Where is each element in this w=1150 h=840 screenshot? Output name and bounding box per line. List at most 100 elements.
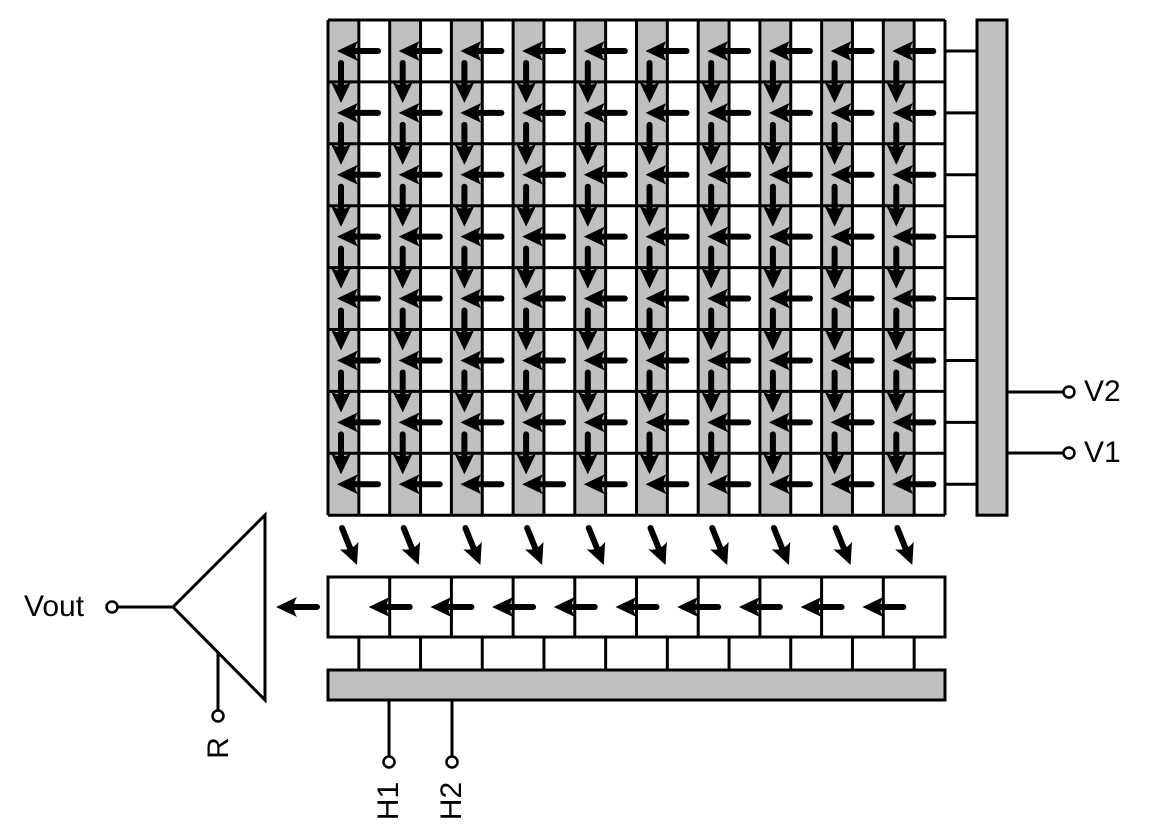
arrow-head: [701, 205, 722, 227]
arrow-head: [639, 81, 660, 103]
down-arrow: [577, 183, 598, 227]
arrow-shaft: [770, 525, 786, 553]
arrow-head: [707, 412, 729, 433]
down-arrow: [824, 245, 845, 289]
down-arrow: [762, 183, 783, 227]
left-arrow: [337, 350, 381, 371]
down-arrow: [639, 431, 660, 475]
arrow-head: [701, 329, 722, 351]
down-arrow: [577, 369, 598, 413]
vertical-clock-bus: [975, 18, 1009, 517]
arrow-head: [648, 541, 667, 565]
arrow-head: [398, 288, 420, 309]
arrow-head: [830, 102, 852, 123]
arrow-head: [392, 267, 413, 289]
arrow-head: [398, 226, 420, 247]
arrow-head: [645, 474, 667, 495]
arrow-shaft: [585, 525, 601, 553]
down-arrow: [516, 121, 537, 165]
down-arrow: [331, 369, 351, 413]
left-arrow: [892, 288, 937, 309]
left-arrow: [522, 474, 567, 495]
arrow-head: [800, 597, 822, 617]
left-arrow: [522, 226, 567, 247]
down-arrow: [639, 121, 660, 165]
arrow-head: [583, 40, 605, 61]
left-arrow: [398, 164, 443, 185]
arrow-head: [454, 267, 475, 289]
down-arrow: [392, 245, 413, 289]
arrow-head: [522, 102, 544, 123]
arrow-head: [460, 350, 482, 371]
arrow-head: [583, 350, 605, 371]
arrow-head: [762, 205, 783, 227]
arrow-head: [762, 329, 783, 351]
arrow-head: [454, 453, 475, 475]
arrow-head: [892, 40, 914, 61]
arrow-head: [645, 164, 667, 185]
arrow-head: [886, 453, 907, 475]
arrow-head: [615, 597, 637, 617]
left-arrow: [892, 412, 937, 433]
arrow-head: [331, 81, 351, 103]
arrow-head: [824, 391, 845, 413]
reset-terminal: [211, 709, 225, 723]
arrow-head: [639, 267, 660, 289]
arrow-head: [337, 40, 358, 61]
arrow-head: [583, 102, 605, 123]
arrow-head: [516, 329, 537, 351]
left-arrow: [892, 164, 937, 185]
arrow-head: [645, 350, 667, 371]
arrow-head: [639, 453, 660, 475]
down-arrow: [454, 245, 475, 289]
arrow-head: [583, 412, 605, 433]
down-arrow: [577, 431, 598, 475]
arrow-head: [830, 40, 852, 61]
left-arrow: [768, 474, 813, 495]
left-arrow: [892, 474, 937, 495]
down-arrow: [701, 245, 722, 289]
arrow-head: [639, 205, 660, 227]
arrow-head: [701, 143, 722, 165]
arrow-head: [398, 102, 420, 123]
arrow-head: [701, 391, 722, 413]
down-arrow: [886, 369, 907, 413]
arrow-head: [460, 474, 482, 495]
down-arrow: [577, 121, 598, 165]
left-arrow: [522, 40, 567, 61]
left-arrow: [583, 474, 628, 495]
arrow-head: [522, 412, 544, 433]
left-arrow: [460, 102, 505, 123]
down-arrow: [701, 369, 722, 413]
left-arrow: [583, 164, 628, 185]
arrow-head: [701, 453, 722, 475]
left-arrow: [337, 164, 381, 185]
left-arrow: [522, 102, 567, 123]
transfer-arrow: [462, 525, 482, 565]
transfer-arrow: [339, 525, 359, 565]
arrow-head: [516, 81, 537, 103]
left-arrow: [645, 474, 690, 495]
left-arrow: [522, 288, 567, 309]
transfer-arrow: [770, 525, 791, 565]
arrow-head: [522, 164, 544, 185]
arrow-head: [368, 597, 390, 617]
arrow-head: [577, 143, 598, 165]
arrow-head: [337, 474, 358, 495]
transfer-arrow: [894, 525, 914, 565]
arrow-head: [645, 102, 667, 123]
down-arrow: [701, 121, 722, 165]
arrow-head: [824, 453, 845, 475]
arrow-head: [830, 350, 852, 371]
label-v2: V2: [1084, 375, 1121, 408]
down-arrow: [701, 307, 722, 351]
left-arrow: [583, 288, 628, 309]
register-left-arrow: [800, 597, 845, 617]
left-arrow: [645, 226, 690, 247]
arrow-head: [454, 81, 475, 103]
left-arrow: [460, 40, 505, 61]
transfer-arrow: [524, 525, 544, 565]
down-arrow: [454, 59, 475, 103]
transfer-arrow: [400, 525, 421, 565]
